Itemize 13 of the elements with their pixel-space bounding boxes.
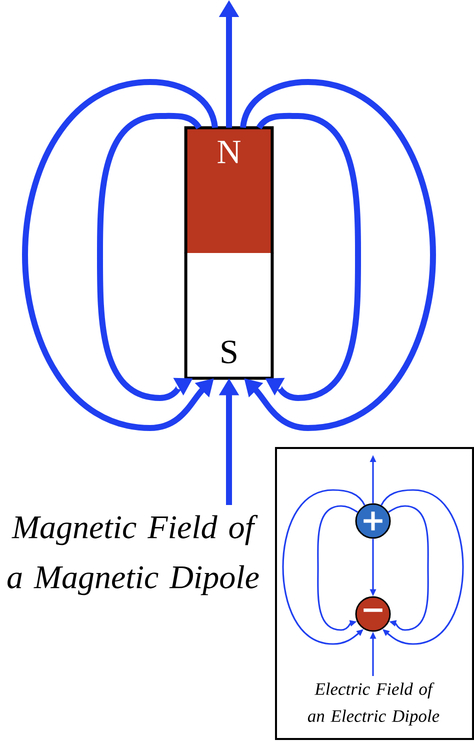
field-line-arrow bbox=[97, 112, 202, 401]
field-line-arrow bbox=[380, 489, 464, 645]
field-line-arrow bbox=[282, 489, 366, 645]
negative-charge: − bbox=[355, 596, 391, 632]
positive-charge: + bbox=[355, 503, 391, 539]
north-pole: N bbox=[184, 126, 274, 254]
field-line-arrow bbox=[256, 112, 361, 401]
field-line-arrow bbox=[22, 79, 218, 431]
caption: Magnetic Field of a Magnetic Dipole bbox=[8, 514, 259, 596]
field-line-arrow bbox=[240, 79, 436, 431]
field-line-arrow bbox=[317, 505, 358, 631]
field-line-arrow bbox=[388, 505, 429, 631]
south-pole: S bbox=[184, 252, 274, 380]
